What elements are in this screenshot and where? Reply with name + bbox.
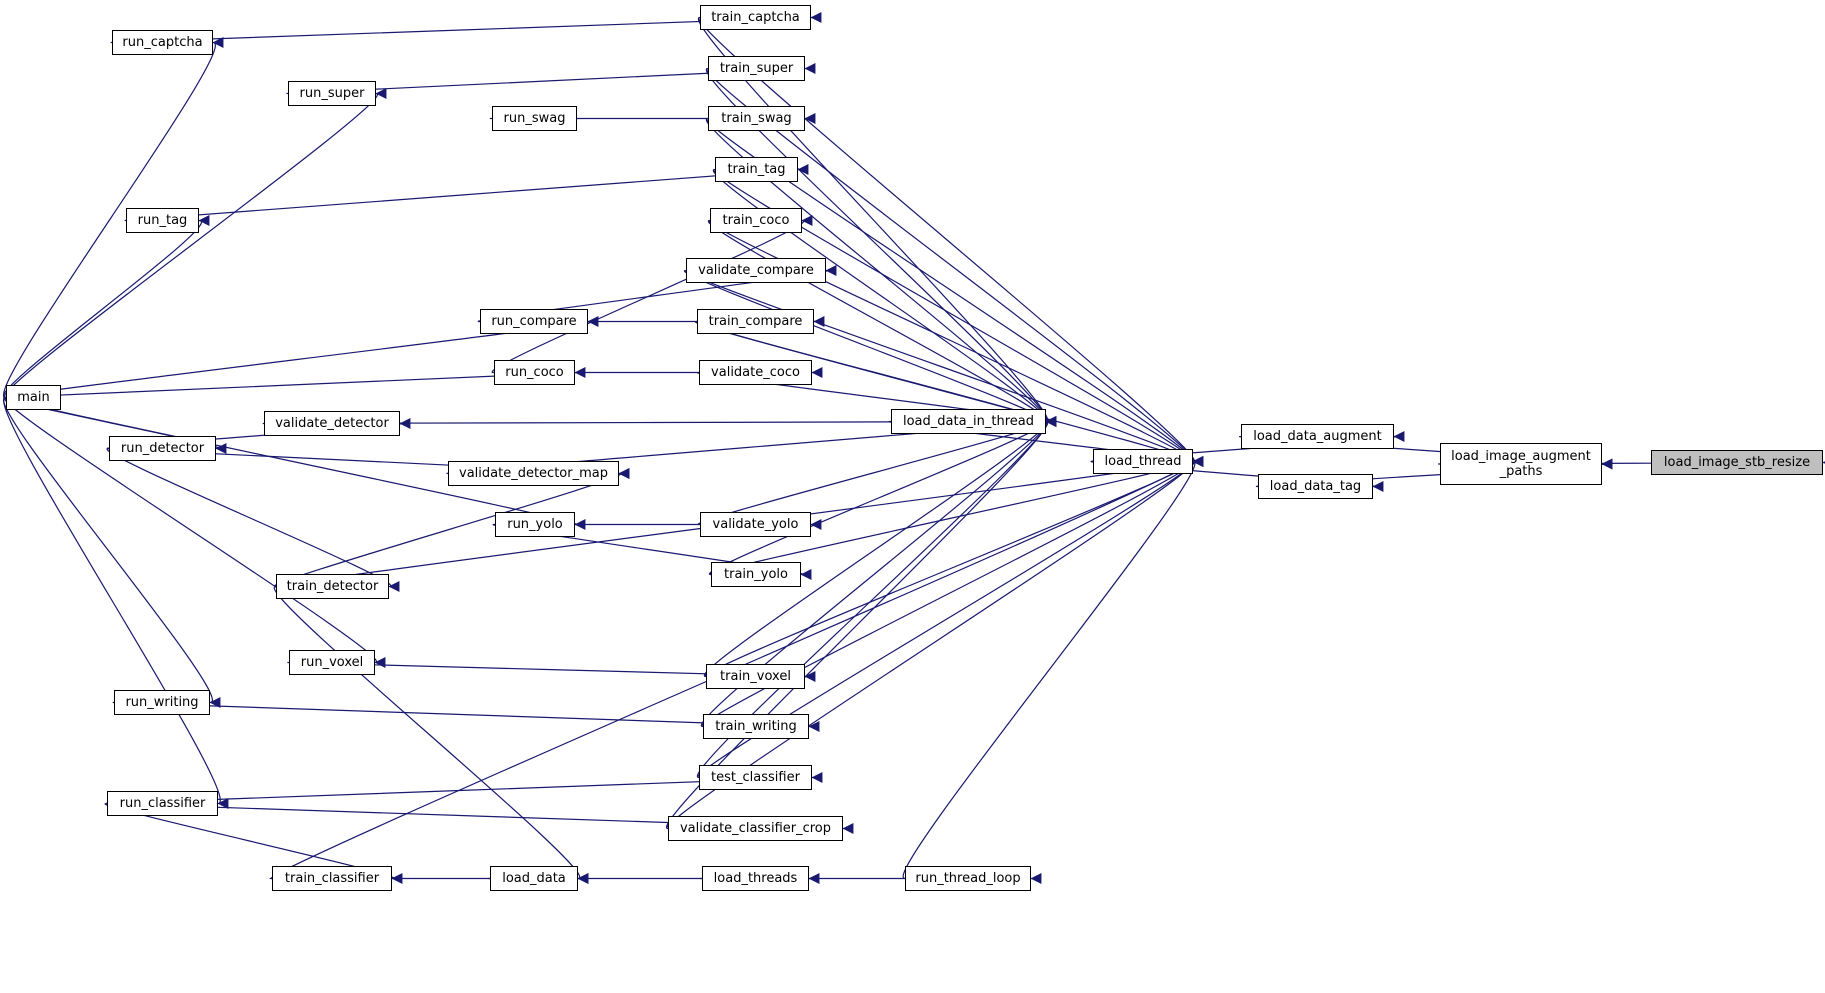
edge-main-to-run-classifier bbox=[3, 396, 229, 809]
node-main[interactable]: main bbox=[6, 385, 61, 410]
node-run-thread-loop[interactable]: run_thread_loop bbox=[905, 866, 1031, 891]
edge-train-tag-to-load-data-in-thread bbox=[712, 168, 1057, 427]
node-load-data[interactable]: load_data bbox=[490, 866, 578, 891]
node-train-compare[interactable]: train_compare bbox=[697, 309, 814, 334]
edge-run-detector-to-train-detector bbox=[106, 447, 400, 592]
edge-main-to-run-captcha bbox=[3, 37, 224, 399]
edge-train-coco-to-load-thread bbox=[708, 219, 1204, 467]
node-run-coco[interactable]: run_coco bbox=[494, 360, 575, 385]
node-run-writing[interactable]: run_writing bbox=[114, 690, 210, 715]
edge-run-tag-to-train-tag bbox=[124, 164, 809, 222]
node-train-coco[interactable]: train_coco bbox=[710, 208, 802, 233]
node-load-image-augment-paths[interactable]: load_image_augment_paths bbox=[1440, 443, 1602, 485]
node-train-voxel[interactable]: train_voxel bbox=[706, 664, 805, 689]
node-validate-coco[interactable]: validate_coco bbox=[699, 360, 812, 385]
node-train-super[interactable]: train_super bbox=[708, 56, 805, 81]
edge-train-writing-to-load-thread bbox=[701, 456, 1204, 728]
edge-train-captcha-to-load-thread bbox=[698, 16, 1204, 467]
edge-train-detector-to-load-data bbox=[273, 585, 589, 884]
node-validate-classifier-crop[interactable]: validate_classifier_crop bbox=[668, 816, 843, 841]
node-load-data-augment[interactable]: load_data_augment bbox=[1241, 424, 1394, 449]
node-validate-compare[interactable]: validate_compare bbox=[686, 258, 826, 283]
edge-main-to-run-writing bbox=[3, 396, 221, 708]
node-validate-yolo[interactable]: validate_yolo bbox=[700, 512, 811, 537]
node-train-swag[interactable]: train_swag bbox=[708, 106, 805, 131]
node-train-captcha[interactable]: train_captcha bbox=[700, 5, 811, 30]
node-train-yolo[interactable]: train_yolo bbox=[711, 562, 801, 587]
node-train-tag[interactable]: train_tag bbox=[715, 157, 798, 182]
edge-main-to-run-tag bbox=[2, 215, 210, 399]
node-run-compare[interactable]: run_compare bbox=[480, 309, 588, 334]
node-run-classifier[interactable]: run_classifier bbox=[107, 791, 218, 816]
edge-train-super-to-load-thread bbox=[706, 67, 1204, 467]
node-run-yolo[interactable]: run_yolo bbox=[495, 512, 575, 537]
node-load-thread[interactable]: load_thread bbox=[1093, 449, 1193, 474]
edge-test-classifier-to-load-thread bbox=[697, 456, 1204, 779]
edge-train-swag-to-load-data-in-thread bbox=[705, 117, 1057, 427]
node-train-writing[interactable]: train_writing bbox=[703, 714, 809, 739]
edge-train-yolo-to-load-data-in-thread bbox=[708, 416, 1057, 576]
edge-train-swag-to-load-thread bbox=[706, 117, 1204, 467]
node-run-swag[interactable]: run_swag bbox=[492, 106, 577, 131]
edge-train-voxel-to-load-data-in-thread bbox=[703, 416, 1057, 678]
node-load-threads[interactable]: load_threads bbox=[702, 866, 809, 891]
node-run-super[interactable]: run_super bbox=[288, 81, 376, 106]
edge-train-tag-to-load-thread bbox=[713, 168, 1204, 467]
node-run-detector[interactable]: run_detector bbox=[109, 436, 216, 461]
node-run-tag[interactable]: run_tag bbox=[126, 208, 199, 233]
node-load-data-in-thread[interactable]: load_data_in_thread bbox=[891, 409, 1046, 434]
edge-run-thread-loop-to-load-thread bbox=[902, 456, 1204, 880]
node-validate-detector[interactable]: validate_detector bbox=[264, 411, 400, 436]
node-run-voxel[interactable]: run_voxel bbox=[289, 650, 375, 675]
node-validate-detector-map[interactable]: validate_detector_map bbox=[448, 461, 619, 486]
edge-main-to-run-voxel bbox=[3, 396, 386, 668]
edge-train-captcha-to-load-data-in-thread bbox=[697, 16, 1057, 427]
edge-train-super-to-load-data-in-thread bbox=[705, 67, 1057, 427]
node-train-detector[interactable]: train_detector bbox=[276, 574, 389, 599]
node-load-data-tag[interactable]: load_data_tag bbox=[1258, 474, 1373, 499]
node-load-image-stb-resize: load_image_stb_resize bbox=[1651, 450, 1823, 475]
edge-main-to-run-super bbox=[3, 88, 387, 399]
node-test-classifier[interactable]: test_classifier bbox=[699, 765, 812, 790]
edge-validate-classifier-crop-to-load-thread bbox=[666, 456, 1204, 830]
node-train-classifier[interactable]: train_classifier bbox=[272, 866, 392, 891]
edge-validate-classifier-crop-to-load-data-in-thread bbox=[665, 416, 1057, 830]
node-run-captcha[interactable]: run_captcha bbox=[112, 30, 213, 55]
edge-train-writing-to-load-data-in-thread bbox=[700, 416, 1057, 728]
